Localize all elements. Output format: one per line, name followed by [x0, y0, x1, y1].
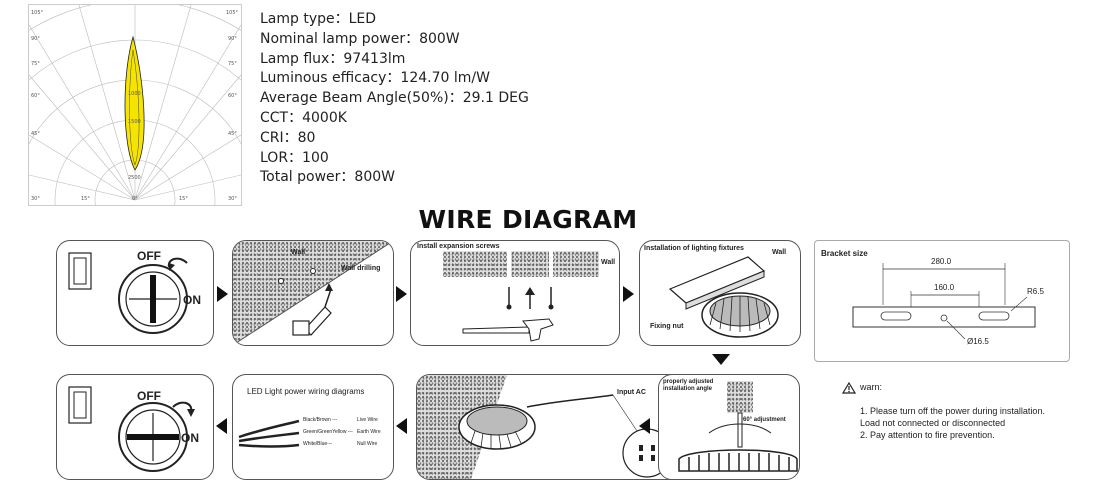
arrow-right-icon	[217, 286, 228, 302]
angle-label: 105°	[226, 10, 239, 16]
wall-label: Wall	[291, 249, 306, 256]
arrow-right-icon	[623, 286, 634, 302]
polar-distribution-chart: 105° 105° 90° 90° 75° 75° 60° 60° 45° 45…	[0, 0, 336, 401]
angle-label: 60°	[228, 93, 237, 99]
radius-label: R6.5	[1027, 287, 1044, 296]
angle-label: 15°	[179, 196, 188, 202]
angle-label: 0°	[132, 196, 138, 202]
input-ac-label: Input AC	[617, 389, 646, 396]
ring-label: 2500	[128, 175, 141, 181]
warning-line: 2. Pay attention to fire prevention.	[860, 430, 995, 440]
drill-illustration	[233, 241, 393, 345]
angle-label: 75°	[228, 61, 237, 67]
wall-drilling-label: Wall drilling	[341, 265, 381, 272]
wire-label-right: Earth Wire	[357, 429, 381, 435]
specs-list: Lamp type：LED Nominal lamp power：800W La…	[260, 10, 529, 188]
on-label: ON	[181, 431, 199, 445]
wiring-title: LED Light power wiring diagrams	[247, 387, 365, 396]
expansion-screws-title: Install expansion screws	[417, 243, 500, 250]
angle-label: 75°	[31, 61, 40, 67]
ceiling-texture	[727, 381, 753, 413]
warning-line: Load not connected or disconnected	[860, 418, 1006, 428]
angle-title-line1: properly adjusted	[663, 379, 714, 385]
spec-lamp-type: Lamp type：LED	[260, 11, 377, 27]
step-switch-off-panel: OFF ON	[56, 240, 214, 346]
screws-hammer-illustration	[462, 251, 554, 342]
warning-line: 1. Please turn off the power during inst…	[860, 406, 1045, 416]
wall-label: Wall	[601, 259, 616, 266]
hole-diameter-label: Ø16.5	[967, 337, 989, 346]
angle-adjust-illustration	[678, 412, 798, 472]
spec-lamp-flux: Lamp flux：97413lm	[260, 50, 406, 67]
diagram-title: WIRE DIAGRAM	[418, 205, 638, 234]
ring-label: 1500	[128, 119, 141, 125]
arrow-left-icon	[639, 418, 650, 434]
warning-block: warn: 1. Please turn off the power durin…	[838, 378, 1074, 478]
wires-illustration	[238, 419, 300, 448]
beam-curve-inner	[129, 49, 140, 166]
wall-texture	[443, 251, 599, 277]
step-angle-adjust-panel: properly adjusted installation angle 60°…	[658, 374, 800, 480]
arrow-left-icon	[396, 418, 407, 434]
install-fixture-title: Installation of lighting fixtures	[644, 245, 744, 252]
fixture-illustration	[668, 256, 779, 338]
fixing-nut-label: Fixing nut	[650, 323, 684, 330]
warning-icon	[842, 382, 856, 394]
warning-title: warn:	[860, 382, 883, 392]
arrow-left-icon	[216, 418, 227, 434]
wire-label-left: Green/GreenYellow ---	[303, 429, 353, 435]
angle-label: 90°	[31, 36, 40, 42]
wire-label-right: Live Wire	[357, 417, 378, 423]
polar-chart-svg: 105° 105° 90° 90° 75° 75° 60° 60° 45° 45…	[0, 0, 336, 401]
arrow-down-icon	[712, 354, 730, 365]
angle-label: 15°	[81, 196, 90, 202]
angle-adjust-label: 60° adjustment	[743, 417, 786, 423]
step-install-fixture-panel: Installation of lighting fixtures Wall F…	[639, 240, 801, 346]
angle-label: 105°	[31, 10, 44, 16]
step-expansion-screws-panel: Install expansion screws Wall	[410, 240, 620, 346]
wire-label-left: Black/Brown ---	[303, 417, 338, 423]
wire-diagram: OFF ON Wall Wall drilling Install expans…	[48, 236, 1078, 488]
step-wiring-panel: LED Light power wiring diagrams Black/Br…	[232, 374, 394, 480]
spec-efficacy: Luminous efficacy：124.70 lm/W	[260, 70, 490, 87]
spec-cri: CRI：80	[260, 129, 316, 146]
angle-label: 90°	[228, 36, 237, 42]
spec-cct: CCT：4000K	[260, 109, 347, 126]
bracket-size-title: Bracket size	[821, 249, 868, 258]
ring-label: 1000	[128, 91, 141, 97]
step-switch-on-panel: OFF ON	[56, 374, 214, 480]
angle-label: 45°	[31, 131, 40, 137]
switch-illustration	[68, 386, 195, 472]
off-label: OFF	[137, 249, 161, 263]
dimension-280: 280.0	[931, 257, 952, 266]
bracket-drawing	[852, 263, 1036, 340]
spec-lor: LOR：100	[260, 149, 329, 166]
wall-label: Wall	[772, 249, 787, 256]
angle-title-line2: installation angle	[663, 386, 713, 392]
angle-label: 60°	[31, 93, 40, 99]
angle-label: 30°	[31, 196, 40, 202]
spec-nominal-power: Nominal lamp power：800W	[260, 30, 460, 47]
on-label: ON	[183, 293, 201, 307]
step-wall-drilling-panel: Wall Wall drilling	[232, 240, 394, 346]
beam-curve-outer	[124, 35, 145, 171]
spec-total-power: Total power：800W	[260, 169, 395, 186]
angle-label: 45°	[228, 131, 237, 137]
wire-label-right: Null Wire	[357, 441, 378, 447]
arrow-right-icon	[396, 286, 407, 302]
wire-label-left: White/Blue---	[303, 441, 333, 447]
dimension-160: 160.0	[934, 283, 955, 292]
bracket-size-panel: Bracket size 280.0 160.0 R6.5 Ø16.5	[814, 240, 1070, 362]
off-label: OFF	[137, 389, 161, 403]
switch-illustration	[68, 252, 188, 334]
angle-label: 30°	[228, 196, 237, 202]
spec-beam-angle: Average Beam Angle(50%)：29.1 DEG	[260, 90, 529, 107]
